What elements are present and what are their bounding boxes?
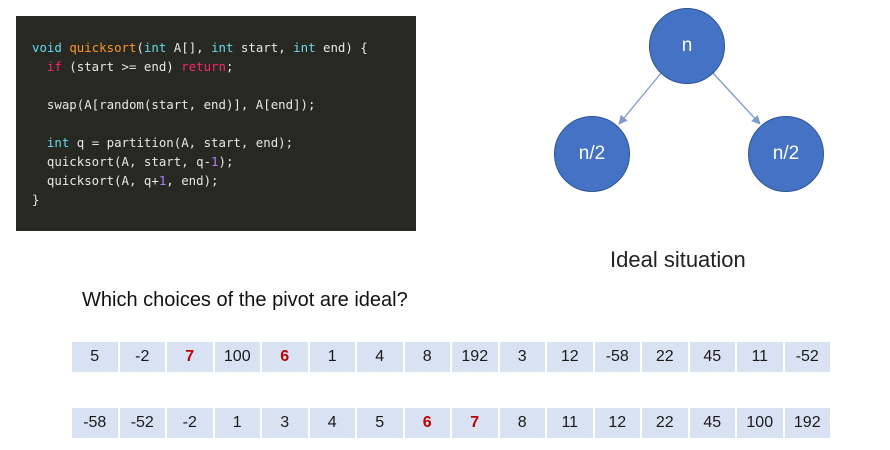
array-cell: -52	[119, 408, 165, 438]
code-line: void quicksort(int A[], int start, int e…	[32, 38, 416, 57]
code-token: int	[293, 40, 316, 55]
array-cell: 5	[357, 408, 403, 438]
tree-node-left-label: n/2	[578, 143, 606, 164]
array-cell: -52	[784, 342, 830, 372]
array-cell: 12	[594, 408, 640, 438]
array-cell: -2	[119, 342, 165, 372]
code-token: quicksort	[69, 40, 137, 55]
edge-right	[711, 71, 761, 125]
tree-node-left: n/2	[554, 116, 630, 192]
code-panel: void quicksort(int A[], int start, int e…	[16, 16, 416, 231]
code-line	[32, 76, 416, 95]
array-cell: 45	[689, 342, 735, 372]
tree-node-root-label: n	[681, 35, 693, 56]
code-token: int	[46, 135, 70, 150]
array-cell-highlighted: 7	[167, 342, 213, 372]
array-cell-highlighted: 6	[262, 342, 308, 372]
code-token: , end);	[166, 173, 219, 188]
array-cell: 45	[689, 408, 735, 438]
array-cell: 22	[642, 408, 688, 438]
array-cell: 3	[499, 342, 545, 372]
array-cell: 12	[547, 342, 593, 372]
array-cell-highlighted: 7	[452, 408, 498, 438]
code-line: if (start >= end) return;	[32, 57, 416, 76]
array-cell: 4	[309, 408, 355, 438]
tree-node-right-label: n/2	[772, 143, 800, 164]
code-token: end) {	[315, 40, 368, 55]
array-cell: 1	[309, 342, 355, 372]
code-line: }	[32, 190, 416, 209]
code-token: );	[218, 154, 234, 169]
array-cell: 100	[214, 342, 260, 372]
code-token: start,	[233, 40, 294, 55]
code-line: swap(A[random(start, end)], A[end]);	[32, 95, 416, 114]
diagram-caption: Ideal situation	[610, 247, 746, 272]
code-token	[32, 59, 47, 74]
code-token: swap(A[random(start, end)], A[end]);	[32, 97, 316, 112]
array-cell: 8	[499, 408, 545, 438]
array-cell: 4	[357, 342, 403, 372]
code-token: }	[32, 192, 40, 207]
array-cell: 100	[737, 408, 783, 438]
array-cell: 11	[737, 342, 783, 372]
code-token: quicksort(A, start, q-	[32, 154, 212, 169]
code-token: (start >= end)	[61, 59, 182, 74]
code-token: (	[136, 40, 144, 55]
code-token: return	[181, 59, 226, 74]
array-cell: 192	[452, 342, 498, 372]
code-token: 1	[158, 173, 167, 188]
array-cell: 8	[404, 342, 450, 372]
code-line: quicksort(A, start, q-1);	[32, 152, 416, 171]
code-line: int q = partition(A, start, end);	[32, 133, 416, 152]
array-cell: 22	[642, 342, 688, 372]
code-token: quicksort(A, q+	[32, 173, 159, 188]
tree-node-root: n	[649, 8, 725, 84]
code-token: A[],	[166, 40, 212, 55]
edge-left	[618, 71, 663, 125]
array-cell: 11	[547, 408, 593, 438]
question-text: Which choices of the pivot are ideal?	[82, 289, 408, 311]
code-token: ;	[225, 59, 234, 74]
array-cell: -58	[72, 408, 118, 438]
code-line	[32, 114, 416, 133]
array-cell-highlighted: 6	[404, 408, 450, 438]
code-token: 1	[211, 154, 219, 169]
code-line: quicksort(A, q+1, end);	[32, 171, 416, 190]
code-token: void	[32, 40, 62, 55]
array-cell: 5	[72, 342, 118, 372]
array-cell: 192	[784, 408, 830, 438]
code-token	[32, 135, 47, 150]
code-token: if	[46, 59, 62, 74]
array-cell: -2	[167, 408, 213, 438]
code-token: int	[143, 40, 167, 55]
array-cell: 1	[214, 408, 260, 438]
array-cell: -58	[594, 342, 640, 372]
code-token: int	[211, 40, 234, 55]
tree-node-right: n/2	[748, 116, 824, 192]
code-token: q = partition(A, start, end);	[69, 135, 294, 150]
array-cell: 3	[262, 408, 308, 438]
